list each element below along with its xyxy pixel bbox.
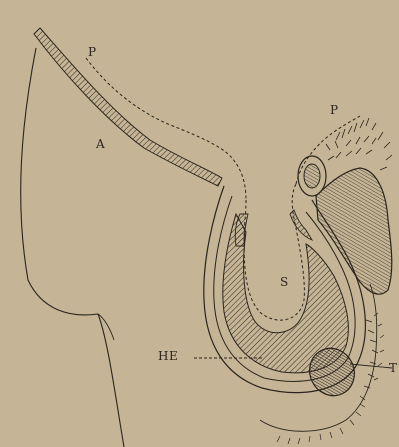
pubic-hair — [326, 118, 392, 170]
label-t: T — [389, 362, 398, 374]
label-a: A — [96, 138, 105, 150]
hernial-sac-dashed — [244, 184, 304, 320]
spermatic-cord-inner — [304, 164, 320, 188]
label-he: HE — [158, 350, 178, 362]
skin-fold-line — [98, 314, 114, 340]
label-p-upper-left: P — [88, 46, 97, 58]
label-s: S — [280, 276, 289, 288]
label-p-upper-right: P — [330, 104, 339, 116]
abdominal-wall — [34, 28, 222, 186]
